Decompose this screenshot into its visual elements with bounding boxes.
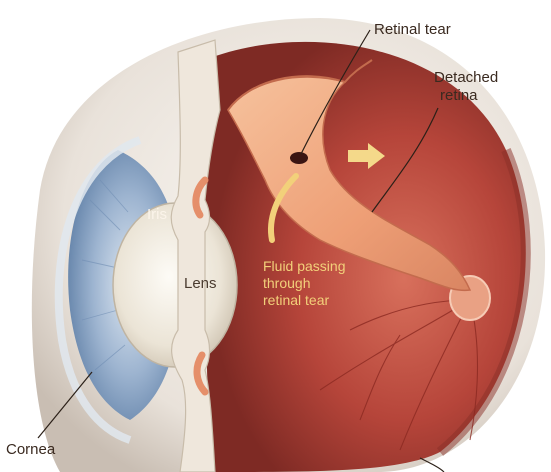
retinal-tear-hole bbox=[290, 152, 308, 164]
label-cornea: Cornea bbox=[6, 441, 56, 458]
label-detached-line1: Detached bbox=[434, 69, 498, 86]
label-fluid-line2: through bbox=[263, 275, 310, 291]
label-lens: Lens bbox=[184, 275, 217, 292]
label-retinal-tear: Retinal tear bbox=[374, 21, 451, 38]
label-detached-line2: retina bbox=[440, 87, 478, 104]
label-iris: Iris bbox=[147, 206, 167, 223]
label-fluid-line3: retinal tear bbox=[263, 292, 329, 308]
label-fluid-line1: Fluid passing bbox=[263, 258, 346, 274]
